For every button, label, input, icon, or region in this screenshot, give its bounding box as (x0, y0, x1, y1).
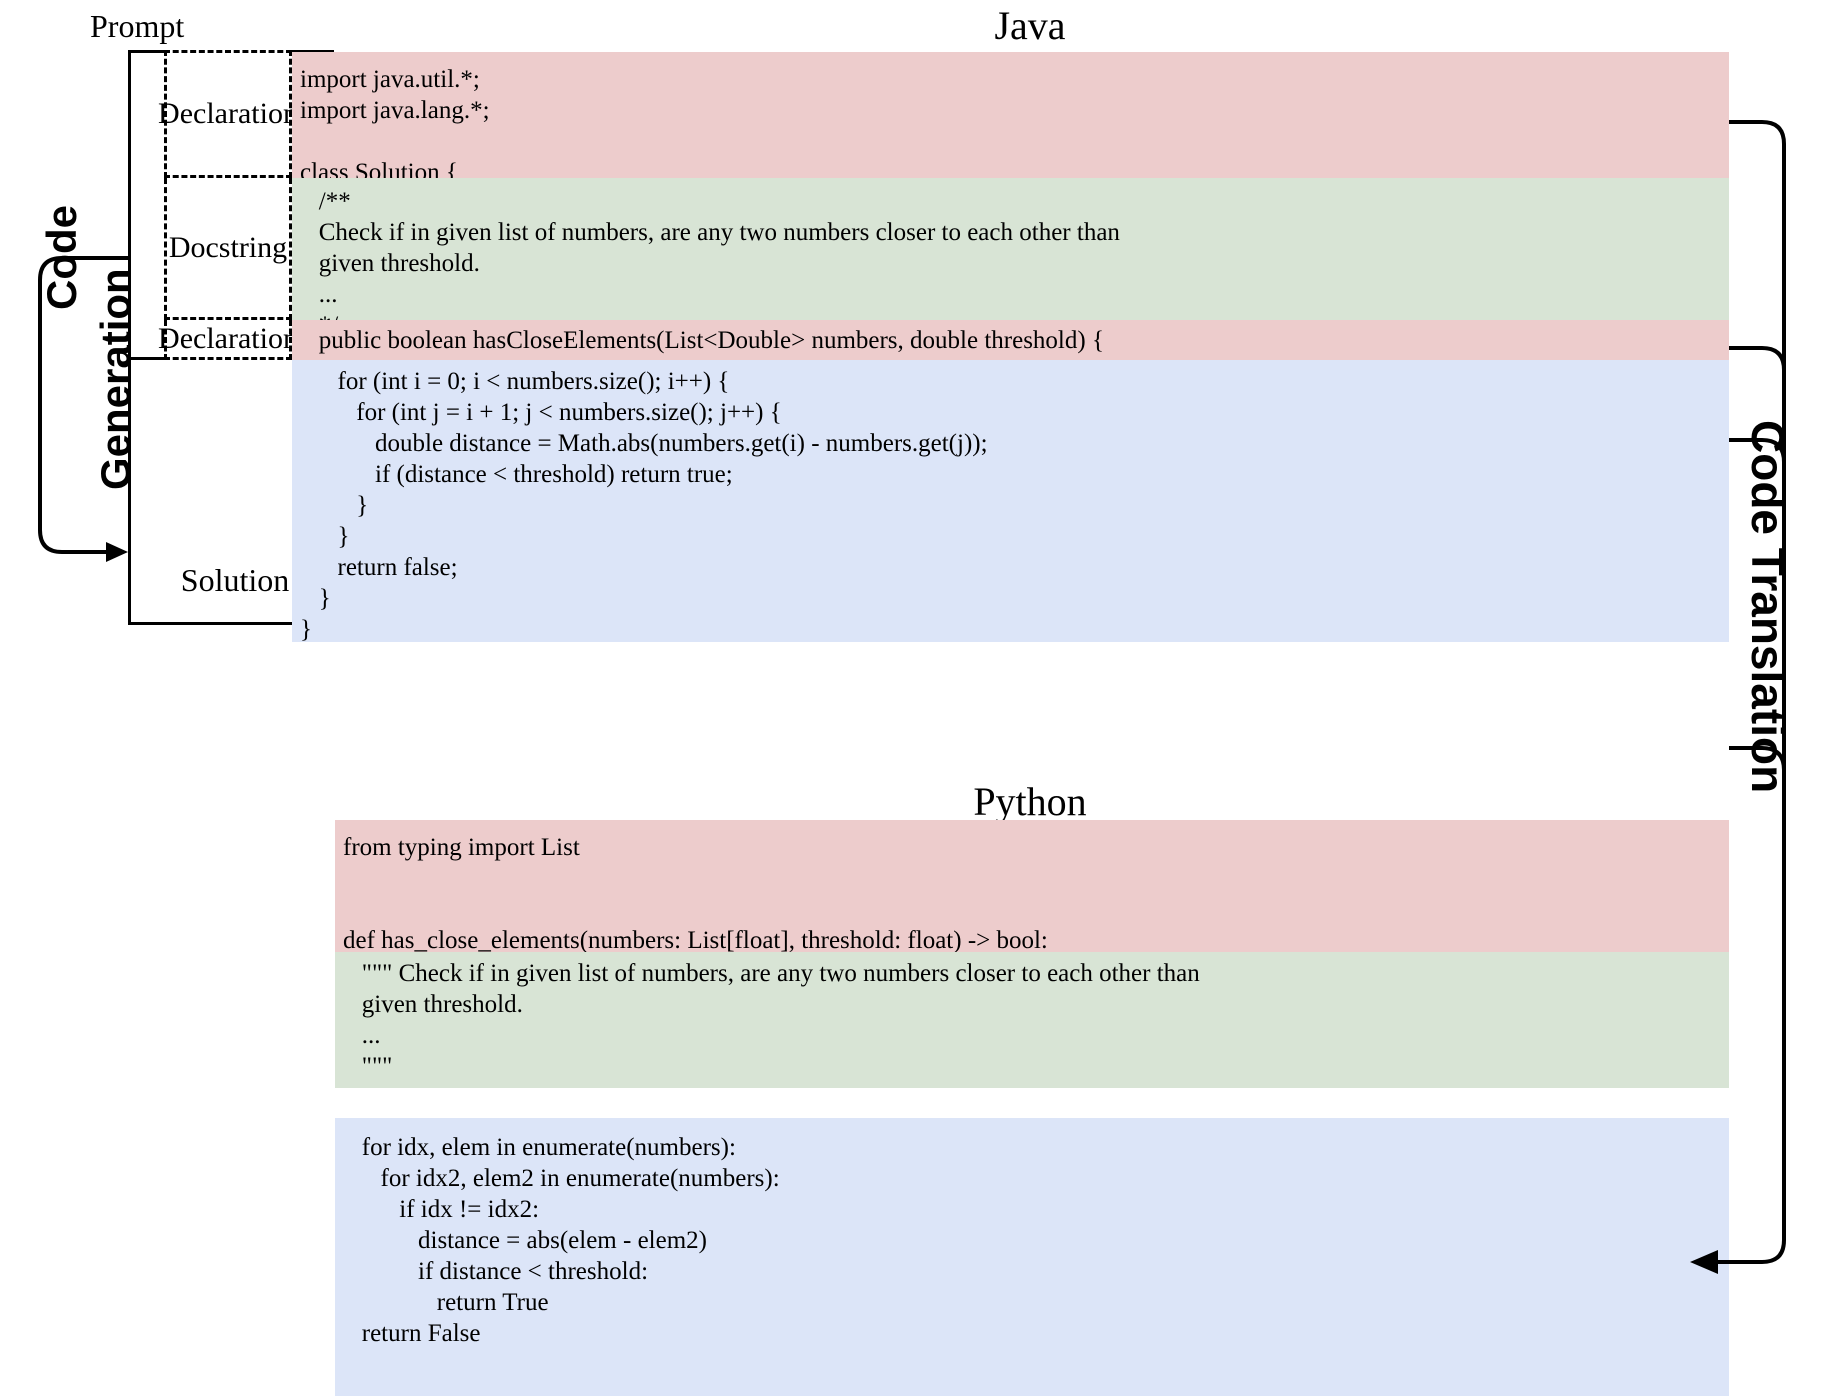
code-generation-label-line2: Generation (92, 268, 139, 490)
java-title: Java (994, 3, 1066, 48)
java-declaration-2-code: public boolean hasCloseElements(List<Dou… (292, 320, 1729, 360)
python-title: Python (973, 779, 1087, 824)
translation-branch-declaration-2 (1729, 346, 1786, 371)
code-generation-arrowhead (106, 542, 128, 562)
java-section-declaration-2-box: Declaration (158, 320, 298, 360)
java-section-docstring-label: Docstring (168, 230, 288, 264)
java-declaration-1-code: import java.util.*; import java.lang.*; … (292, 52, 1729, 178)
code-generation-label-line1: Code (38, 205, 85, 310)
code-translation-label: Code Translation (1742, 420, 1794, 794)
java-section-declaration-2-label: Declaration (158, 321, 298, 355)
java-section-declaration-1-label: Declaration (158, 97, 298, 130)
java-section-declaration-1-box: Declaration (158, 50, 298, 178)
java-solution-code: for (int i = 0; i < numbers.size(); i++)… (292, 360, 1729, 642)
python-docstring-code: """ Check if in given list of numbers, a… (335, 952, 1729, 1088)
java-docstring-code: /** Check if in given list of numbers, a… (292, 178, 1729, 320)
prompt-title: Prompt (90, 8, 185, 44)
python-solution-code: for idx, elem in enumerate(numbers): for… (335, 1118, 1729, 1396)
java-section-docstring-box: Docstring (164, 178, 292, 320)
python-declaration-code: from typing import List def has_close_el… (335, 820, 1729, 952)
java-section-solution-label: Solution (180, 562, 290, 598)
